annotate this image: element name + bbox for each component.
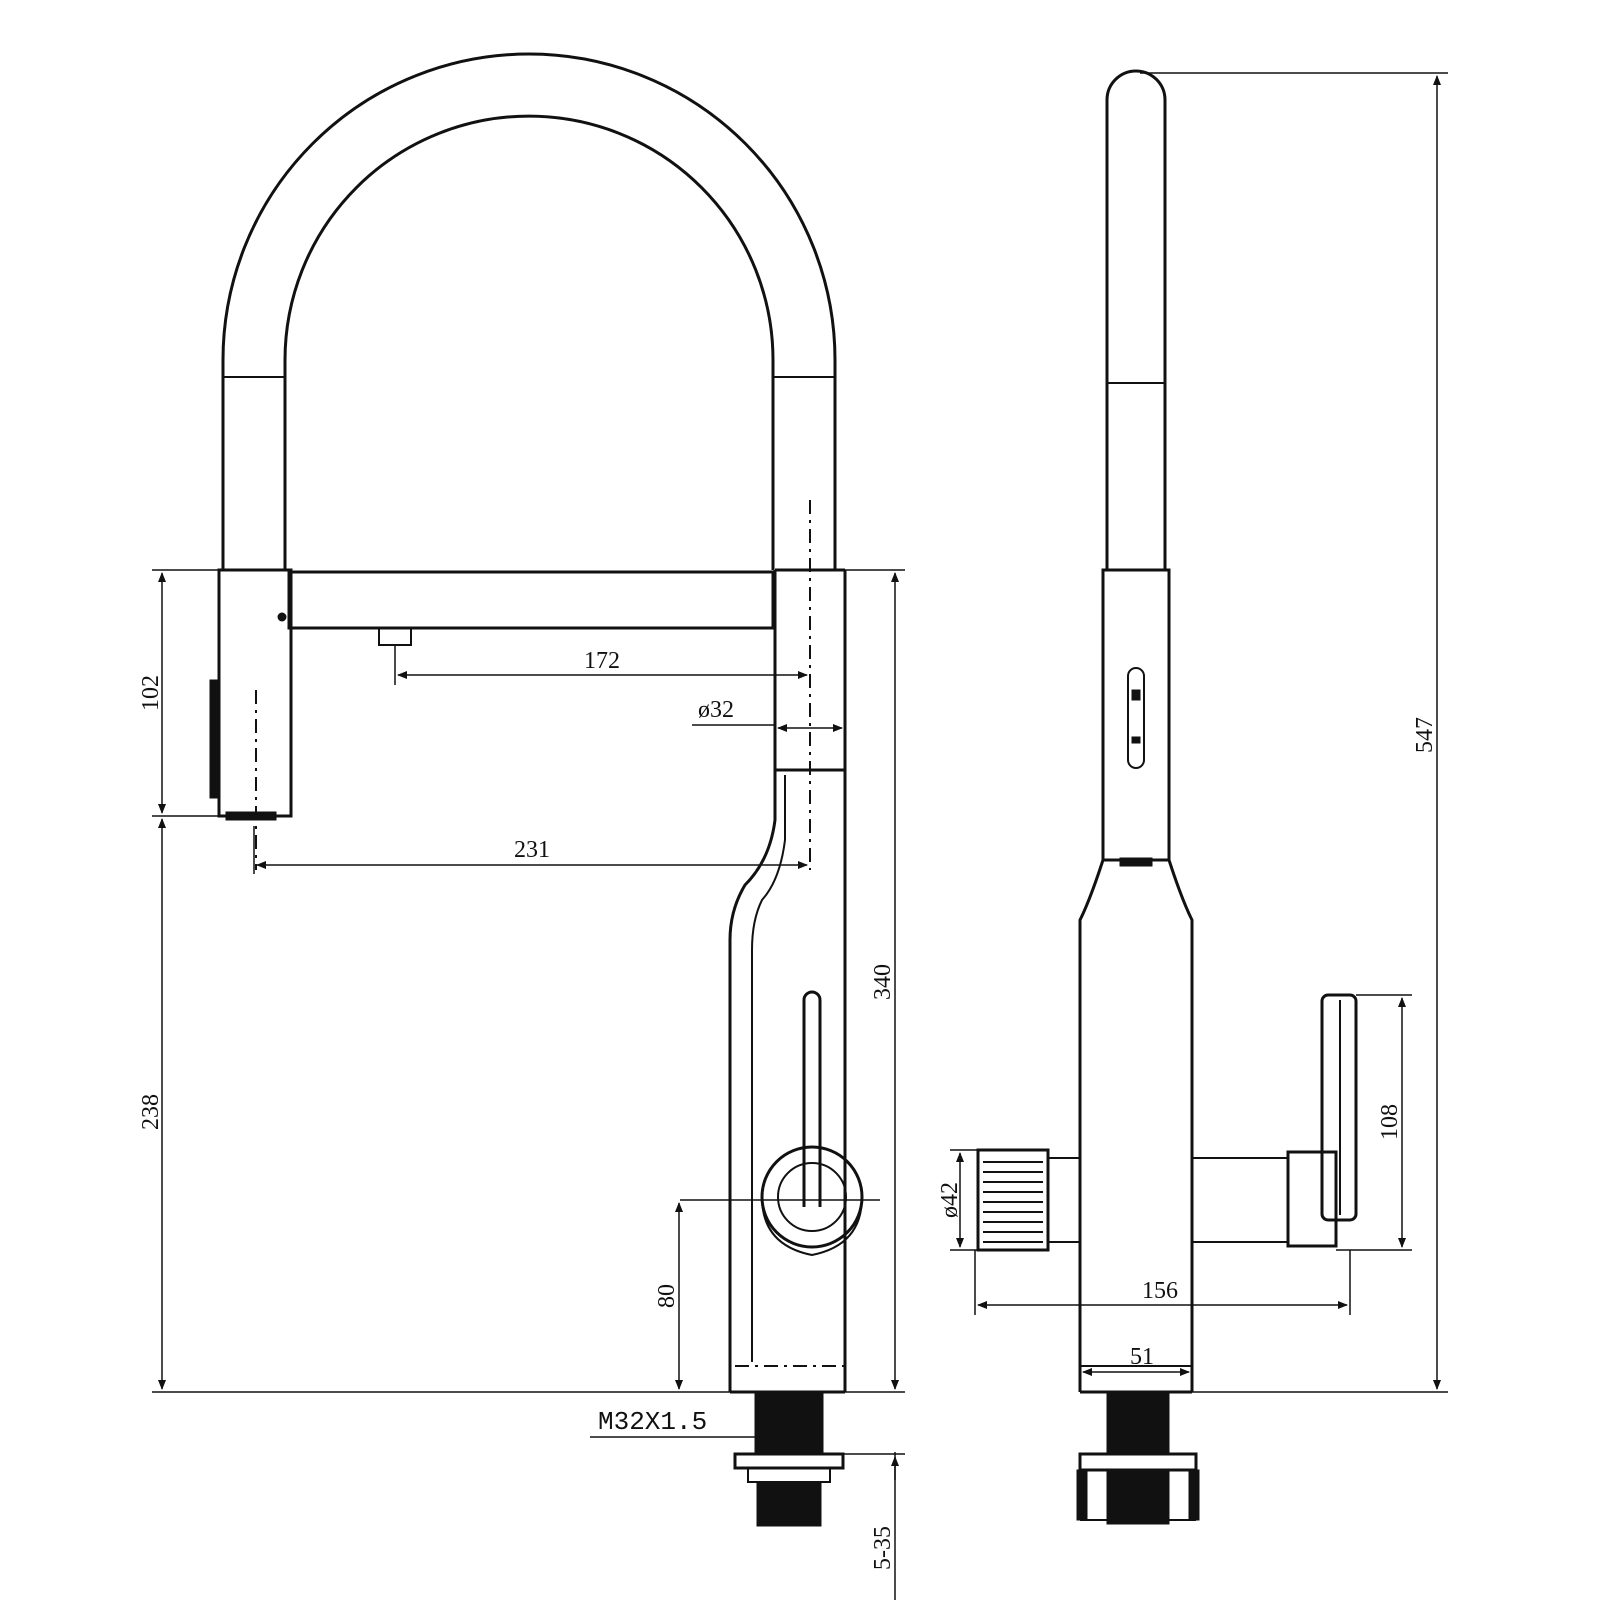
side-dimensions: 547 ø42 108 156 51 — [937, 72, 1448, 1393]
dim-side-width: 156 — [1142, 1278, 1178, 1304]
side-connector-knurled — [976, 1148, 1050, 1252]
dim-body-diameter: ø32 — [698, 697, 734, 723]
dim-lever-axis-height: 80 — [654, 1284, 680, 1308]
dim-reach-upper: 172 — [584, 648, 620, 674]
dim-outlet-height: 238 — [138, 1094, 164, 1130]
mounting-nut — [756, 1481, 822, 1527]
side-spray-button — [1127, 667, 1145, 769]
dim-reach-lower: 231 — [514, 837, 550, 863]
spout-arch-outer — [221, 52, 837, 377]
lever-handle — [802, 990, 822, 1207]
side-mounting-nut — [1106, 1469, 1170, 1525]
side-spout — [1105, 69, 1167, 570]
knurl-lines — [983, 1161, 1043, 1243]
side-mounting-thread — [1106, 1391, 1170, 1455]
holder-nub — [378, 627, 412, 646]
dim-deck-thickness: 5-35 — [870, 1526, 896, 1570]
dim-head-height: 102 — [138, 675, 164, 711]
dim-base-width: 51 — [1130, 1344, 1154, 1370]
side-handle-base — [1286, 1150, 1338, 1248]
thread-label: M32X1.5 — [598, 1407, 707, 1437]
side-spray-head — [1101, 568, 1171, 862]
mounting-thread — [754, 1391, 824, 1455]
spout-arch-inner — [283, 114, 775, 377]
mounting-washer — [733, 1452, 845, 1470]
dim-side-diameter: ø42 — [937, 1182, 963, 1218]
holder-arm — [287, 570, 775, 630]
side-handle-lever — [1320, 993, 1358, 1222]
dim-body-height: 340 — [870, 964, 896, 1000]
spray-head-button — [209, 679, 220, 799]
front-view — [209, 52, 880, 1527]
front-dimensions: 102 238 172 ø32 231 340 80 M32X1.5 5-35 — [138, 569, 905, 1600]
dim-handle-height: 108 — [1377, 1104, 1403, 1140]
side-mounting-washer — [1078, 1452, 1198, 1472]
side-view — [976, 69, 1358, 1525]
dim-total-height: 547 — [1412, 717, 1438, 753]
